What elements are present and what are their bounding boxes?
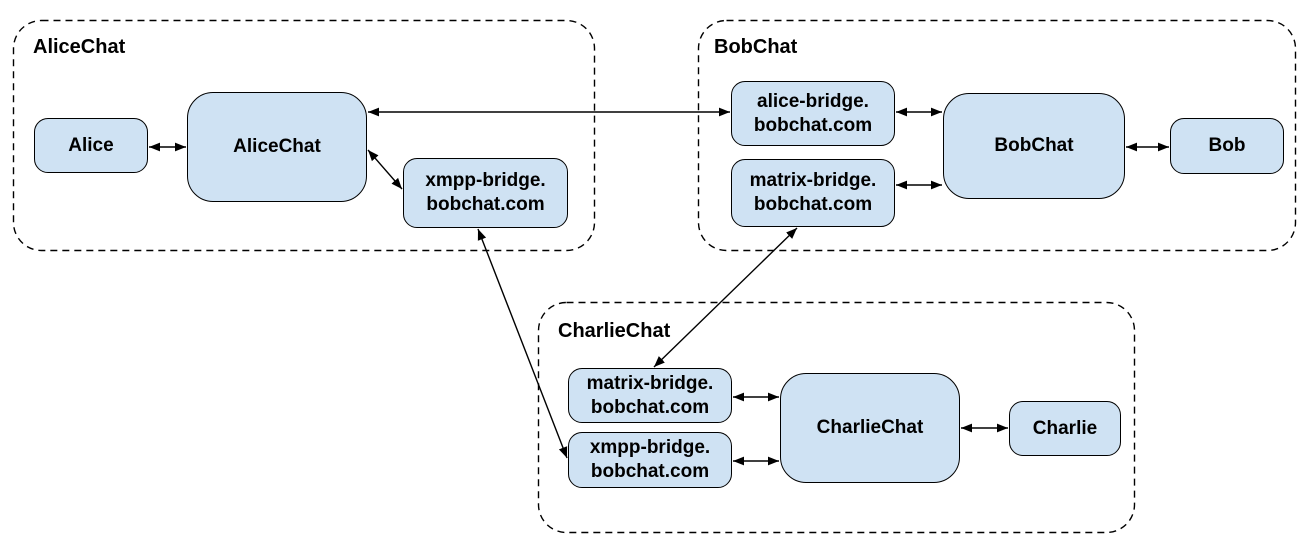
node-xmpp-bridge-charliechat-line1: xmpp-bridge. <box>589 437 711 458</box>
bobchat-server-boundary <box>697 19 1297 252</box>
node-charlie: Charlie <box>1009 401 1121 456</box>
node-matrix-bridge-bobchat-line1: matrix-bridge. <box>749 170 877 191</box>
node-xmpp-bridge-alicechat-line1: xmpp-bridge. <box>425 170 546 191</box>
node-alice-bridge-bobchat-line2: bobchat.com <box>753 114 873 136</box>
charliechat-server-boundary <box>537 301 1136 534</box>
node-bobchat: BobChat <box>943 93 1125 199</box>
edge-alicechat-xmppbridge-alicechat <box>367 149 403 190</box>
node-matrix-bridge-bobchat-line2: bobchat.com <box>753 194 873 215</box>
node-charliechat: CharlieChat <box>780 373 960 483</box>
node-alicechat: AliceChat <box>187 92 367 202</box>
node-alice-bridge-bobchat: alice-bridge. bobchat.com <box>731 81 895 146</box>
charliechat-server-label: CharlieChat <box>558 320 671 342</box>
edge-xmppbridge-alicechat-xmppbridge-charliechat <box>477 228 568 459</box>
node-xmpp-bridge-charliechat-line2: bobchat.com <box>590 461 710 482</box>
node-xmpp-bridge-alicechat-line2: bobchat.com <box>426 194 545 215</box>
node-matrix-bridge-charliechat-line2: bobchat.com <box>590 396 710 418</box>
node-matrix-bridge-charliechat-line1: matrix-bridge. <box>586 372 714 394</box>
edge-matrixbridge-bobchat-matrixbridge-charliechat <box>653 227 798 368</box>
alicechat-server-boundary <box>12 19 596 252</box>
node-matrix-bridge-bobchat: matrix-bridge. bobchat.com <box>731 159 895 227</box>
node-xmpp-bridge-charliechat: xmpp-bridge. bobchat.com <box>568 432 732 488</box>
node-matrix-bridge-charliechat: matrix-bridge. bobchat.com <box>568 368 732 423</box>
alicechat-server-label: AliceChat <box>33 36 126 58</box>
node-bob: Bob <box>1170 118 1284 174</box>
bobchat-server-label: BobChat <box>714 36 798 58</box>
node-alice-bridge-bobchat-line1: alice-bridge. <box>757 90 869 112</box>
node-xmpp-bridge-alicechat: xmpp-bridge. bobchat.com <box>403 158 568 228</box>
node-alice: Alice <box>34 118 148 173</box>
